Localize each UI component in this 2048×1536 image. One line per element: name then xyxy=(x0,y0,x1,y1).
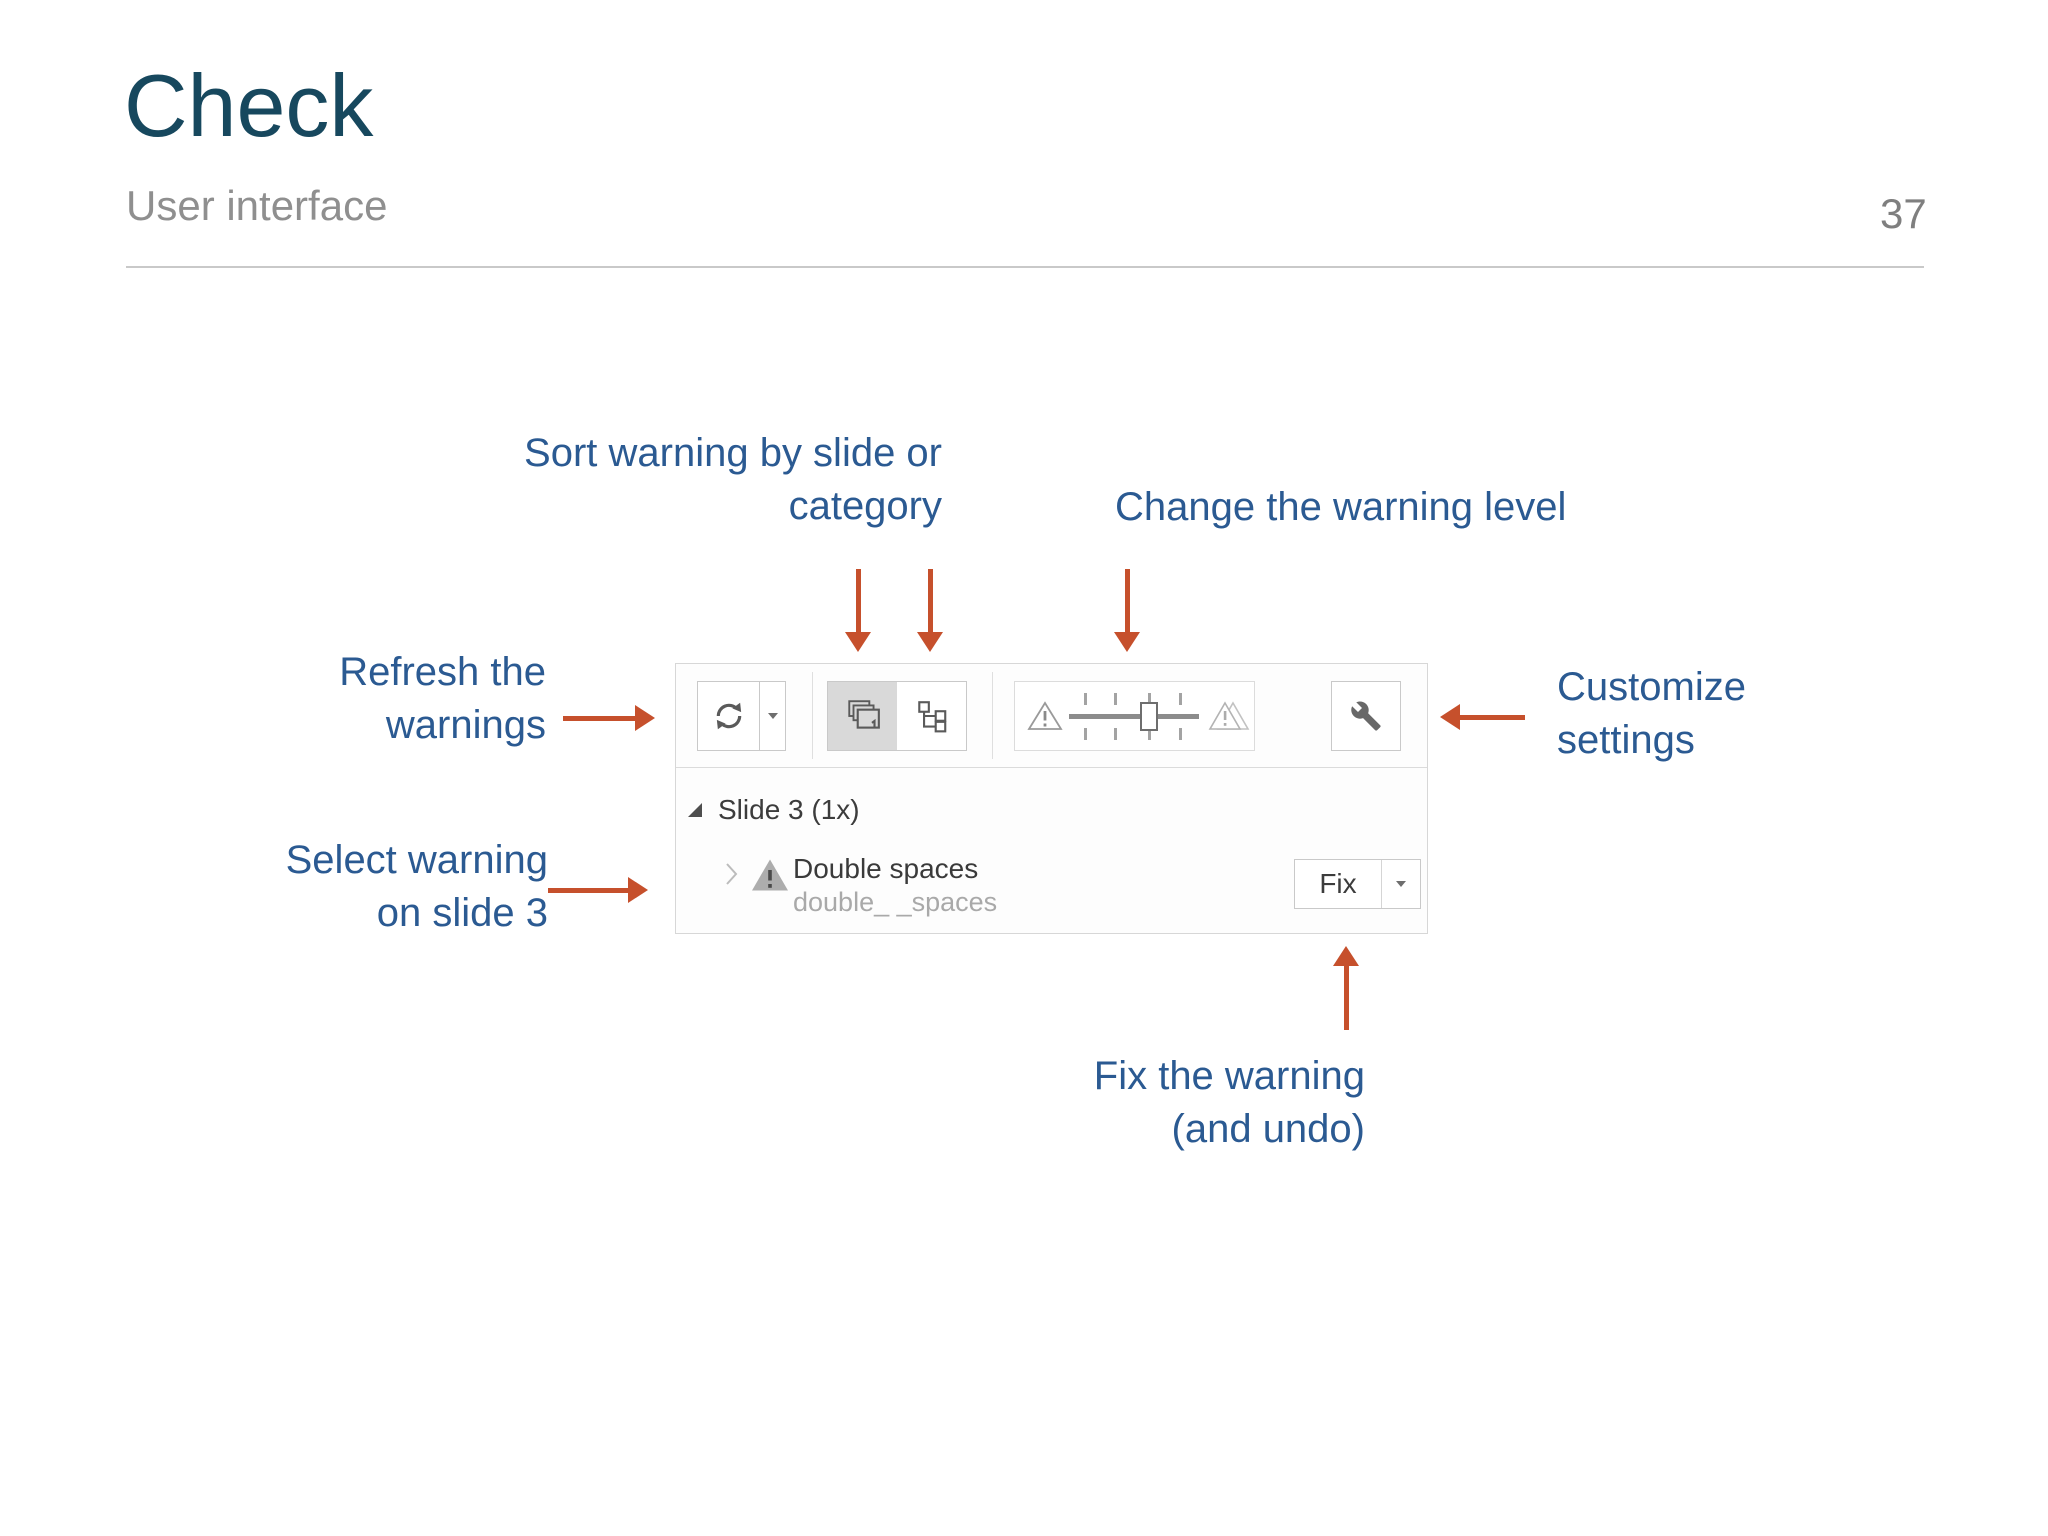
warning-triangle-single-icon xyxy=(1027,701,1063,730)
annotation-refresh: Refresh the warnings xyxy=(246,646,546,752)
fix-button[interactable]: Fix xyxy=(1319,868,1357,899)
sort-toggle-group xyxy=(827,681,967,751)
annotation-line: on slide 3 xyxy=(376,891,548,935)
warning-level-slider[interactable] xyxy=(1014,681,1255,751)
warning-triangle-double-icon xyxy=(1208,701,1250,730)
annotation-line: Change the warning level xyxy=(1115,485,1567,529)
slider-tick xyxy=(1084,693,1087,705)
annotation-fix-warning: Fix the warning (and undo) xyxy=(1065,1050,1365,1156)
slider-tick xyxy=(1179,728,1182,740)
refresh-dropdown-button[interactable] xyxy=(760,682,785,750)
slider-tick xyxy=(1114,693,1117,705)
arrow-up-fix-icon xyxy=(1333,946,1359,1030)
annotation-line: Sort warning by slide or xyxy=(524,431,942,475)
slider-tick xyxy=(1148,693,1151,705)
chevron-down-icon xyxy=(1396,881,1406,887)
annotation-line: Fix the warning xyxy=(1093,1054,1365,1098)
group-header-row-slide-3[interactable]: Slide 3 (1x) xyxy=(676,792,1427,828)
annotation-line: settings xyxy=(1557,718,1695,762)
page-number: 37 xyxy=(1880,190,1927,237)
button-divider xyxy=(759,682,760,750)
annotation-line: Refresh the xyxy=(339,650,546,694)
arrow-left-customize-icon xyxy=(1440,704,1525,730)
warning-filled-icon xyxy=(752,859,788,891)
category-tree-icon xyxy=(917,701,946,733)
stacked-slides-icon xyxy=(847,700,880,729)
tree-expanded-icon[interactable] xyxy=(688,803,702,817)
annotation-line: Customize xyxy=(1557,665,1746,709)
toolbar-separator xyxy=(812,672,813,759)
customize-settings-button[interactable] xyxy=(1331,681,1401,751)
sort-by-slide-button[interactable] xyxy=(828,682,897,750)
slider-tick xyxy=(1084,728,1087,740)
arrow-right-select-icon xyxy=(548,877,648,903)
panel-divider xyxy=(676,767,1427,768)
check-addin-panel: Slide 3 (1x) Double spaces double_ _spac… xyxy=(675,663,1428,934)
warning-level-thumb[interactable] xyxy=(1140,702,1158,731)
slider-track[interactable] xyxy=(1069,714,1199,719)
warning-title[interactable]: Double spaces xyxy=(793,853,979,884)
page-title: Check xyxy=(124,56,374,155)
group-header-label: Slide 3 (1x) xyxy=(718,794,860,825)
fix-dropdown-button[interactable] xyxy=(1382,860,1420,908)
annotation-line: (and undo) xyxy=(1171,1107,1365,1151)
arrow-down-sort-category-icon xyxy=(917,569,943,652)
annotation-select-warning: Select warning on slide 3 xyxy=(248,834,548,940)
refresh-icon[interactable] xyxy=(698,682,759,750)
annotation-sort: Sort warning by slide or category xyxy=(442,427,942,533)
slider-tick xyxy=(1179,693,1182,705)
annotation-line: warnings xyxy=(385,703,546,747)
annotation-line: category xyxy=(788,484,942,528)
chevron-right-icon[interactable] xyxy=(725,862,739,886)
annotation-line: Select warning xyxy=(285,838,548,882)
fix-split-button: Fix xyxy=(1294,859,1421,909)
chevron-down-icon xyxy=(767,713,778,719)
sort-by-category-button[interactable] xyxy=(897,682,966,750)
refresh-warnings-button[interactable] xyxy=(697,681,786,751)
annotation-change-level: Change the warning level xyxy=(1115,481,1735,534)
slider-tick xyxy=(1148,728,1151,740)
button-divider xyxy=(1381,860,1382,908)
annotation-customize: Customize settings xyxy=(1557,661,1887,767)
arrow-down-sort-slide-icon xyxy=(845,569,871,652)
arrow-down-warning-level-icon xyxy=(1114,569,1140,652)
warning-detail: double_ _spaces xyxy=(793,887,998,917)
page-subtitle: User interface xyxy=(126,182,388,229)
slider-tick xyxy=(1114,728,1117,740)
arrow-right-refresh-icon xyxy=(563,705,655,731)
wrench-icon xyxy=(1351,701,1381,731)
header-divider xyxy=(126,266,1924,268)
toolbar-separator xyxy=(992,672,993,759)
